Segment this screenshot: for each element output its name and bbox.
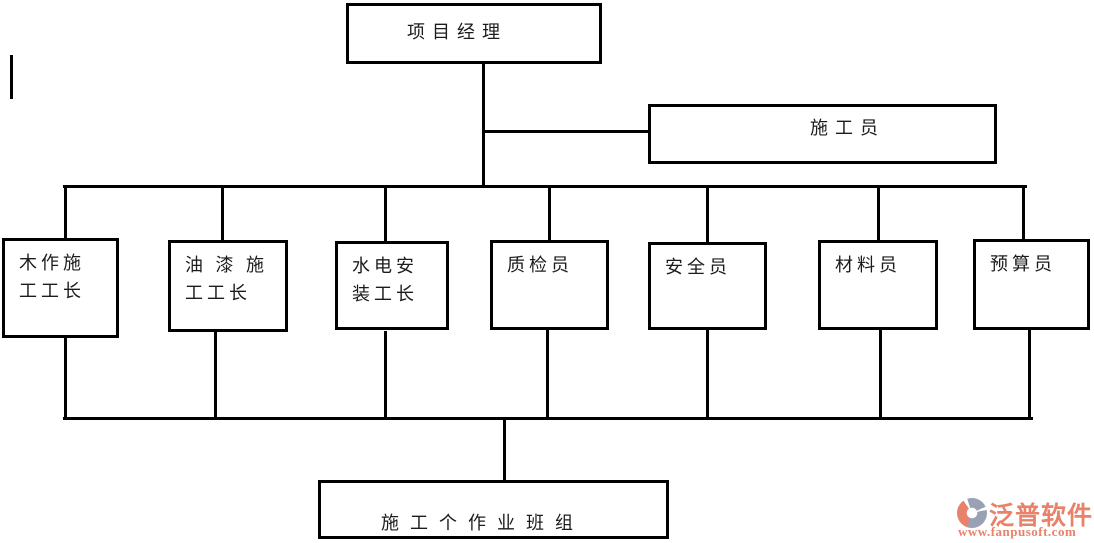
connector-drop-5 [706, 188, 709, 243]
connector-main-hline [63, 185, 1027, 188]
node-work-teams-label: 施工个作业班组 [381, 513, 584, 533]
connector-bdrop-4 [546, 329, 549, 420]
node-constructor-label: 施工员 [810, 118, 885, 138]
node-safety-officer: 安全员 [648, 242, 767, 330]
connector-staff-branch [484, 130, 650, 133]
fanpu-logo: 泛普软件 www.fanpusoft.com [955, 496, 1094, 540]
fanpu-website-url: www.fanpusoft.com [958, 524, 1077, 539]
node-safety-officer-label: 安全员 [665, 257, 731, 277]
node-constructor: 施工员 [648, 104, 997, 164]
connector-bdrop-3 [384, 331, 387, 420]
node-project-manager-label: 项目经理 [407, 22, 507, 42]
connector-drop-4 [548, 188, 551, 241]
node-project-manager: 项目经理 [346, 3, 602, 64]
connector-bdrop-1 [64, 337, 67, 420]
connector-root-stem [482, 63, 485, 188]
node-work-teams: 施工个作业班组 [318, 480, 669, 539]
node-quality-inspector: 质检员 [490, 240, 609, 330]
connector-drop-2 [221, 188, 224, 241]
node-materials-officer: 材料员 [818, 240, 938, 330]
node-quality-inspector-label: 质检员 [507, 255, 573, 275]
connector-drop-1 [64, 188, 67, 240]
node-carpentry-foreman: 木作施 工工长 [2, 238, 119, 338]
connector-drop-7 [1022, 188, 1025, 240]
text-cursor-mark [10, 55, 13, 99]
fanpu-logo-icon [957, 498, 987, 528]
connector-bdrop-7 [1028, 329, 1031, 420]
node-materials-officer-label: 材料员 [835, 255, 901, 275]
connector-bottom-stem [503, 420, 506, 481]
connector-bdrop-6 [879, 329, 882, 420]
node-plumbing-electric-foreman-label: 水电安 装工长 [352, 256, 418, 304]
node-painting-foreman: 油 漆 施 工工长 [168, 240, 288, 332]
connector-bottom-hline [63, 417, 1033, 420]
node-plumbing-electric-foreman: 水电安 装工长 [335, 241, 449, 330]
fanpu-logo-text: 泛普软件 [989, 502, 1094, 530]
connector-bdrop-2 [214, 331, 217, 420]
connector-drop-3 [384, 188, 387, 242]
node-painting-foreman-label: 油 漆 施 工工长 [185, 255, 268, 303]
connector-drop-6 [877, 188, 880, 241]
connector-bdrop-5 [706, 330, 709, 420]
node-budget-officer-label: 预算员 [990, 254, 1056, 274]
node-carpentry-foreman-label: 木作施 工工长 [19, 253, 85, 301]
node-budget-officer: 预算员 [973, 239, 1090, 330]
